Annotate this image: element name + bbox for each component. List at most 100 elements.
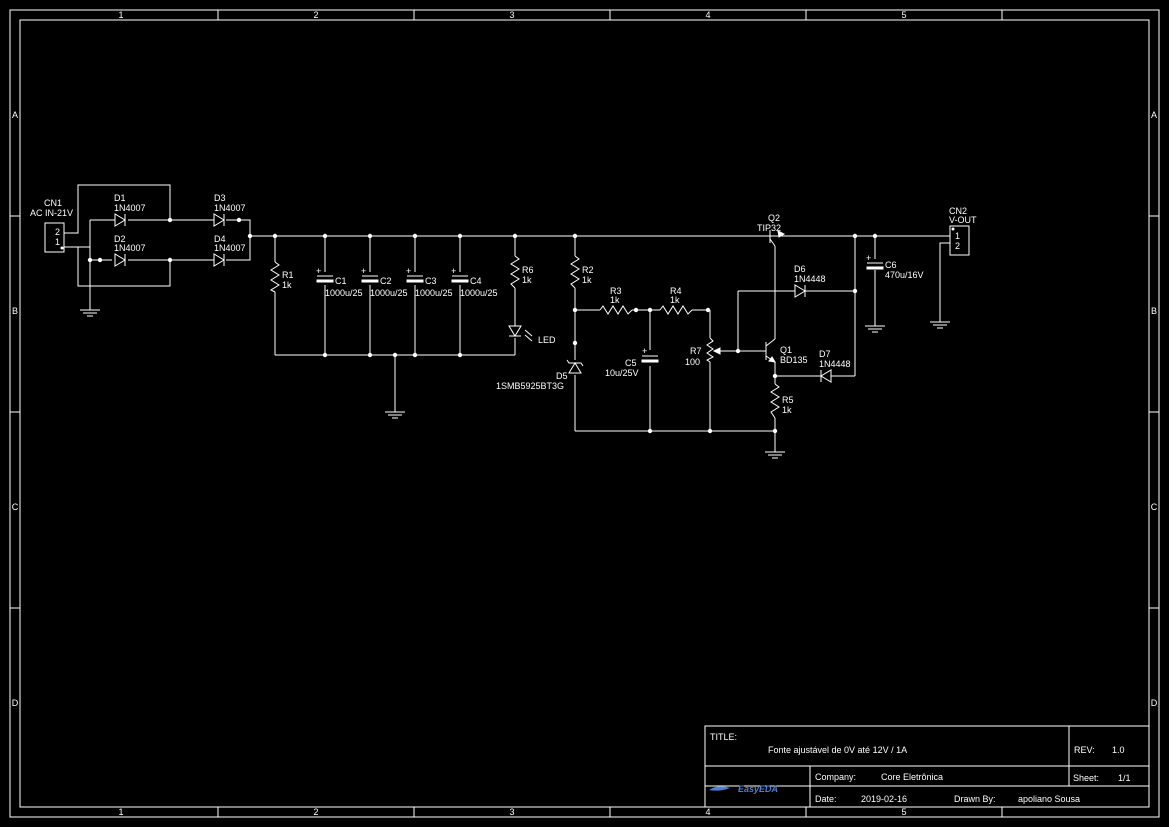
r7-value: 100 — [685, 357, 700, 367]
column-label: 2 — [313, 807, 318, 817]
ground-symbols — [80, 309, 950, 459]
diode-d2: D2 1N4007 — [114, 234, 146, 267]
easyeda-logo-icon — [709, 786, 730, 791]
r4-ref: R4 — [670, 286, 682, 296]
rev-value: 1.0 — [1112, 745, 1125, 755]
c3-value: 1000u/25 — [415, 288, 453, 298]
junction-dot — [772, 428, 778, 434]
r2-ref: R2 — [582, 265, 594, 275]
d4-ref: D4 — [214, 234, 226, 244]
junction-dot — [705, 307, 711, 313]
c2-ref: C2 — [380, 276, 392, 286]
cn2-pin: 1 — [955, 231, 960, 241]
junction-dot — [572, 340, 578, 346]
c3-ref: C3 — [425, 276, 437, 286]
company-label: Company: — [815, 772, 856, 782]
polarity-mark: + — [361, 266, 366, 276]
polarity-mark: + — [451, 266, 456, 276]
junction-dot — [633, 307, 639, 313]
d6-value: 1N4448 — [794, 274, 826, 284]
r5-value: 1k — [782, 405, 792, 415]
d1-value: 1N4007 — [114, 203, 146, 213]
ground-icon — [865, 325, 885, 333]
logo-text: EasyEDA — [738, 784, 778, 794]
potentiometer-r7: R7 100 — [685, 337, 721, 367]
junction-dot — [412, 352, 418, 358]
junction-dot — [367, 233, 373, 239]
q1-value: BD135 — [780, 355, 808, 365]
diode-d6: D6 1N4448 — [792, 264, 826, 298]
diode-d1: D1 1N4007 — [112, 193, 146, 227]
cn1-pin: 2 — [55, 227, 60, 237]
c5-value: 10u/25V — [605, 368, 639, 378]
junction-dot — [707, 428, 713, 434]
d7-ref: D7 — [819, 349, 831, 359]
r4-value: 1k — [670, 295, 680, 305]
column-label: 5 — [901, 10, 906, 20]
junction-dot — [647, 307, 653, 313]
easyeda-logo: EasyEDA — [709, 784, 778, 794]
drawn-by-label: Drawn By: — [954, 794, 996, 804]
r1-ref: R1 — [282, 270, 294, 280]
junction-dot — [572, 233, 578, 239]
junction-dot — [852, 288, 858, 294]
resistor-r4: R4 1k — [659, 286, 693, 315]
d5-ref: D5 — [556, 371, 568, 381]
led-label: LED — [538, 335, 556, 345]
drawn-by-value: apoliano Sousa — [1018, 794, 1080, 804]
row-label: D — [1151, 698, 1158, 708]
d1-ref: D1 — [114, 193, 126, 203]
rev-label: REV: — [1074, 745, 1095, 755]
polarity-mark: + — [866, 253, 871, 263]
cn1-pin: 1 — [55, 237, 60, 247]
transistor-q1: Q1 BD135 — [760, 338, 808, 365]
r5-ref: R5 — [782, 395, 794, 405]
c6-ref: C6 — [885, 260, 897, 270]
junction-dot — [247, 233, 253, 239]
column-label: 1 — [118, 807, 123, 817]
d2-value: 1N4007 — [114, 243, 146, 253]
r1-value: 1k — [282, 280, 292, 290]
polarity-mark: + — [316, 266, 321, 276]
junction-dot — [772, 373, 778, 379]
d2-ref: D2 — [114, 234, 126, 244]
sheet-label: Sheet: — [1073, 773, 1099, 783]
column-label: 4 — [705, 10, 710, 20]
c1-value: 1000u/25 — [325, 288, 363, 298]
d5-value: 1SMB5925BT3G — [496, 381, 564, 391]
diode-d3: D3 1N4007 — [203, 193, 246, 227]
capacitor-c4: + C4 1000u/25 — [451, 266, 498, 298]
diode-d7: D7 1N4448 — [818, 349, 851, 383]
capacitor-c3: + C3 1000u/25 — [406, 266, 453, 298]
d6-ref: D6 — [794, 264, 806, 274]
c4-ref: C4 — [470, 276, 482, 286]
sheet-value: 1/1 — [1118, 773, 1131, 783]
resistor-r6: R6 1k — [510, 255, 534, 289]
cn2-pin: 2 — [955, 241, 960, 251]
junction-dot — [322, 352, 328, 358]
r2-value: 1k — [582, 275, 592, 285]
junction-dot — [512, 233, 518, 239]
cn1-value: AC IN-21V — [30, 208, 73, 218]
junction-dot — [735, 348, 741, 354]
drawing-frame: 1 2 3 4 5 1 2 3 4 5 A B C D A B C D — [9, 9, 1160, 818]
capacitor-c5: + C5 10u/25V — [605, 346, 659, 378]
resistor-r1: R1 1k — [269, 261, 294, 293]
junction-dot — [87, 257, 93, 263]
c4-value: 1000u/25 — [460, 288, 498, 298]
r6-value: 1k — [522, 275, 532, 285]
r7-ref: R7 — [690, 346, 702, 356]
q1-ref: Q1 — [780, 345, 792, 355]
capacitor-c2: + C2 1000u/25 — [361, 266, 408, 298]
date-value: 2019-02-16 — [861, 794, 907, 804]
led: LED — [508, 322, 556, 345]
column-label: 3 — [509, 10, 514, 20]
column-label: 2 — [313, 10, 318, 20]
c1-ref: C1 — [335, 276, 347, 286]
junction-dot — [272, 233, 278, 239]
ground-icon — [385, 411, 405, 419]
transistor-q2: Q2 TIP32 — [757, 213, 790, 247]
cn2-ref: CN2 — [949, 206, 967, 216]
q2-value: TIP32 — [757, 223, 781, 233]
